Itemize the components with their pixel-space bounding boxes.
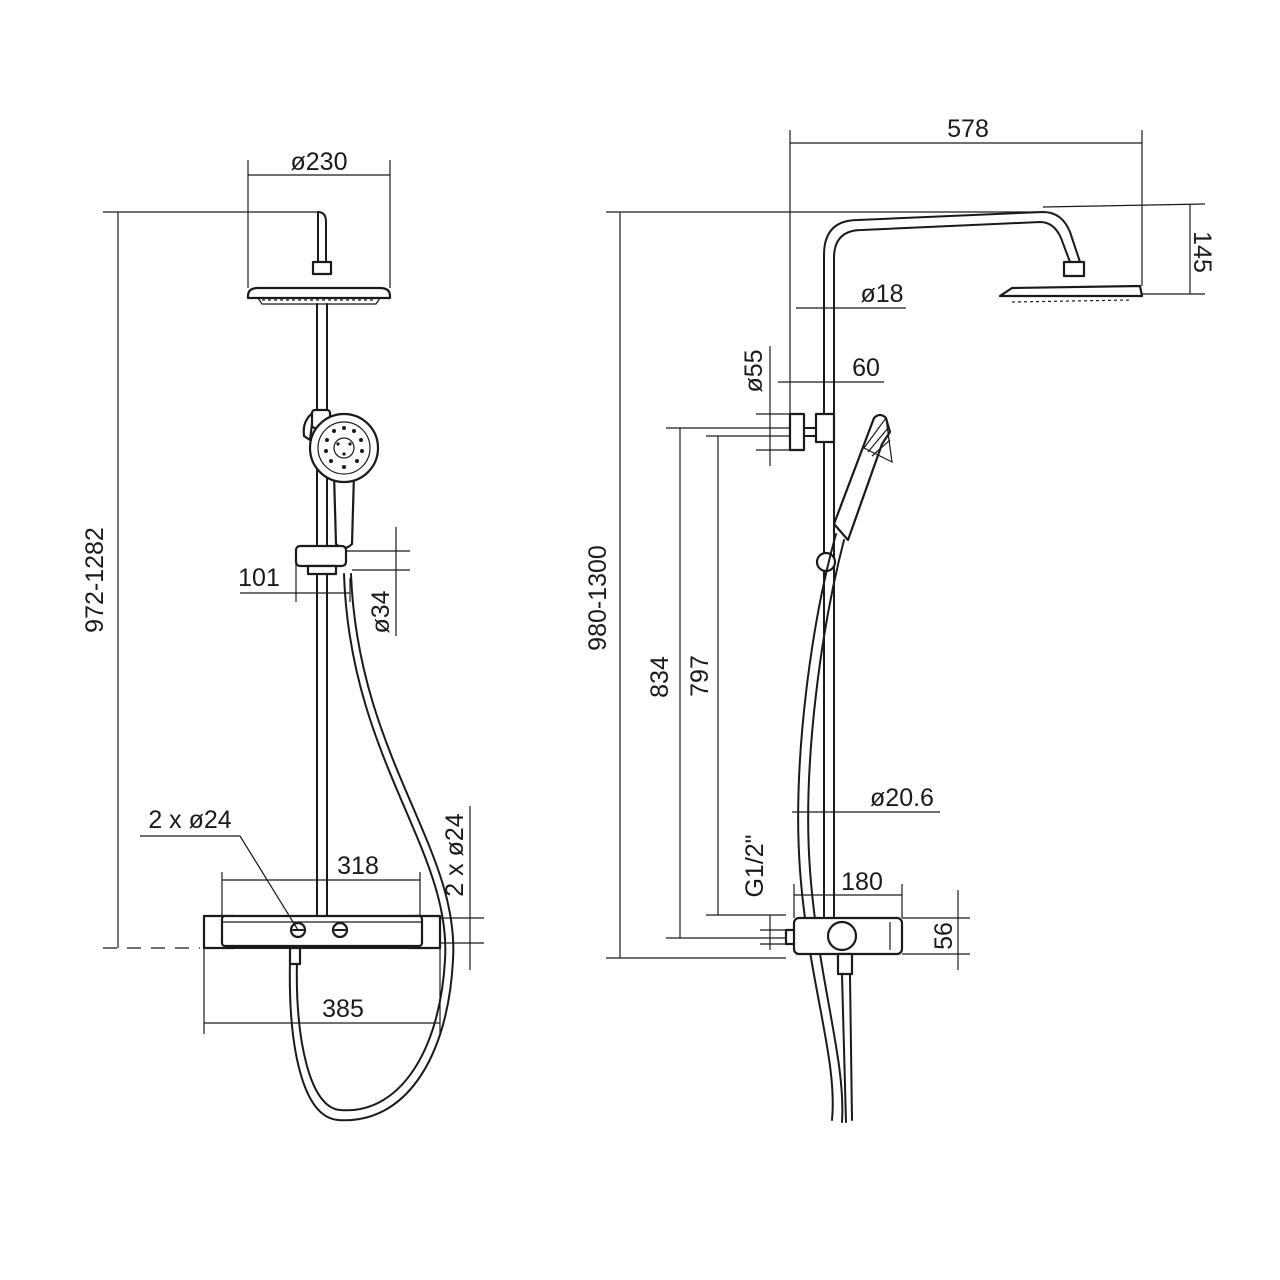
side-bracket-inlet-label: 797 <box>686 655 714 697</box>
front-overhead-shower <box>246 211 392 305</box>
side-arm-diameter-label: ø18 <box>860 280 903 308</box>
front-slider <box>294 544 348 576</box>
front-overhead-diameter-label: ø230 <box>291 148 348 176</box>
front-buttons-right-label: 2 x ø24 <box>441 813 469 896</box>
front-thermostat <box>202 914 442 966</box>
side-bracket-bottom-label: 834 <box>646 656 674 698</box>
front-button-right <box>331 921 349 939</box>
side-arm-projection-label: 578 <box>947 115 989 143</box>
front-view: 972-1282 ø230 101 ø34 2 x ø24 2 x ø24 31… <box>81 148 484 1122</box>
front-overall-width-label: 385 <box>322 995 364 1023</box>
front-dimensions <box>103 160 484 1034</box>
side-hose <box>797 533 853 1123</box>
front-height-label: 972-1282 <box>81 527 109 633</box>
side-dimensions <box>606 130 1206 970</box>
side-inlet-thread-label: G1/2" <box>741 834 769 897</box>
side-shower-arm <box>823 211 1144 303</box>
side-thermostat <box>784 916 904 976</box>
side-hand-shower <box>832 413 893 542</box>
side-view: 980-1300 578 145 ø18 ø55 60 834 797 ø20.… <box>584 115 1216 1123</box>
front-hose <box>288 573 455 1122</box>
front-buttons-left-label: 2 x ø24 <box>148 806 231 834</box>
side-wall-distance-label: 60 <box>852 354 880 382</box>
side-slider <box>815 551 837 573</box>
side-head-height-label: 145 <box>1188 231 1216 273</box>
front-rail <box>316 303 328 917</box>
side-rail-diameter-label: ø20.6 <box>870 784 934 812</box>
front-shelf-width-label: 318 <box>337 852 379 880</box>
side-control-knob <box>826 920 858 952</box>
side-height-label: 980-1300 <box>584 545 612 651</box>
hand-shower-nozzles <box>324 426 364 469</box>
side-bracket-diameter-label: ø55 <box>740 349 768 392</box>
side-body-height-label: 56 <box>930 922 958 950</box>
side-body-depth-label: 180 <box>841 868 883 896</box>
front-hand-shower-diameter-label: ø34 <box>367 590 395 633</box>
side-wall-bracket <box>788 412 836 452</box>
front-hand-shower <box>302 408 380 550</box>
front-slider-offset-label: 101 <box>238 564 280 592</box>
